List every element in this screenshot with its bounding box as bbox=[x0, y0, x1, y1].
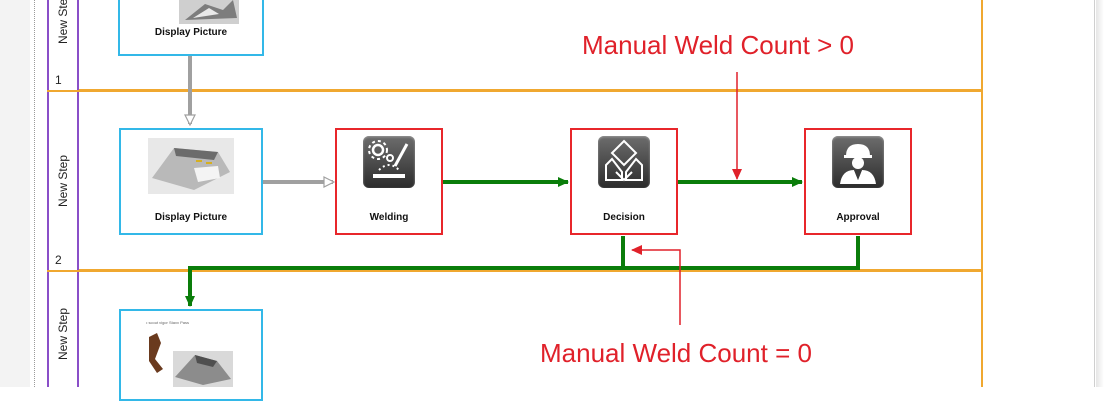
connector-approval-to-picture bbox=[185, 236, 860, 307]
display-picture-node-bottom[interactable]: • scout vigor Staxx Pass bbox=[119, 309, 263, 401]
canvas-shadow bbox=[1096, 0, 1104, 387]
welding-node[interactable]: Welding bbox=[335, 128, 443, 235]
lane-header-3[interactable]: New Step bbox=[47, 272, 79, 387]
margin-guide-line bbox=[34, 0, 35, 387]
welding-icon bbox=[363, 136, 415, 188]
picture-caption: • scout vigor Staxx Pass bbox=[146, 320, 189, 325]
annotation-weld-count-zero: Manual Weld Count = 0 bbox=[540, 338, 812, 368]
lane-number: 2 bbox=[55, 253, 62, 267]
decision-icon bbox=[598, 136, 650, 188]
node-label: Decision bbox=[603, 212, 645, 223]
flow-connectors bbox=[0, 55, 860, 325]
lane-right-border bbox=[981, 0, 983, 387]
lane-separator bbox=[47, 269, 982, 272]
approval-node[interactable]: Approval bbox=[804, 128, 912, 235]
picture-thumbnail-icon bbox=[179, 0, 239, 24]
node-label: Approval bbox=[836, 212, 880, 223]
lane-number: 1 bbox=[55, 73, 62, 87]
node-label: Display Picture bbox=[154, 212, 228, 223]
display-picture-node-top[interactable]: Display Picture bbox=[118, 0, 264, 56]
picture-thumbnail-icon bbox=[148, 138, 234, 194]
approval-icon bbox=[832, 136, 884, 188]
annotation-pointer-bottom bbox=[631, 245, 681, 325]
canvas-left-margin bbox=[0, 0, 35, 387]
annotation-weld-count-positive: Manual Weld Count > 0 bbox=[582, 30, 854, 60]
lane-header-2[interactable]: New Step 2 bbox=[47, 92, 79, 270]
picture-thumbnail-icon bbox=[149, 333, 233, 387]
lane-header-1[interactable]: New Step 1 bbox=[47, 0, 79, 90]
display-picture-node[interactable]: Display Picture bbox=[119, 128, 263, 235]
node-label: Display Picture bbox=[154, 27, 228, 38]
lane-separator bbox=[47, 89, 982, 92]
canvas-right-edge bbox=[1094, 0, 1095, 387]
decision-node[interactable]: Decision bbox=[570, 128, 678, 235]
node-label: Welding bbox=[369, 212, 409, 223]
